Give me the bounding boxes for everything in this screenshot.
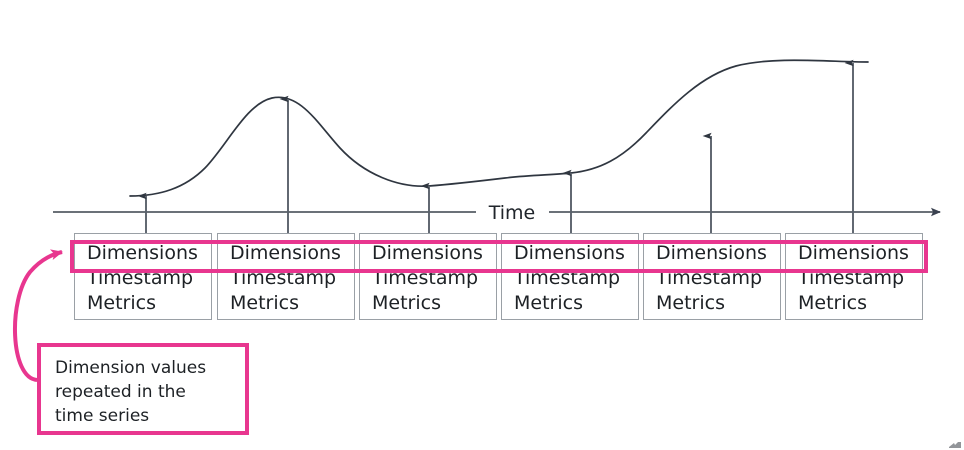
record-box-2[interactable]: Dimensions Timestamp Metrics bbox=[217, 233, 355, 320]
record-dimensions-label: Dimensions bbox=[87, 242, 198, 264]
record-metrics-label: Metrics bbox=[372, 292, 441, 314]
record-metrics-label: Metrics bbox=[230, 292, 299, 314]
callout-line-1: Dimension values bbox=[55, 358, 207, 378]
callout-box: Dimension values repeated in the time se… bbox=[37, 343, 249, 435]
callout-line-2: repeated in the bbox=[55, 382, 186, 402]
record-metrics-label: Metrics bbox=[656, 292, 725, 314]
record-metrics-label: Metrics bbox=[87, 292, 156, 314]
record-metrics-label: Metrics bbox=[514, 292, 583, 314]
corner-artifact-icon bbox=[949, 442, 961, 448]
time-series-curve bbox=[129, 59, 869, 197]
time-axis-label: Time bbox=[488, 202, 536, 224]
record-metrics-label: Metrics bbox=[798, 292, 867, 314]
record-dimensions-label: Dimensions bbox=[372, 242, 483, 264]
callout-line-3: time series bbox=[55, 406, 150, 426]
record-box-4[interactable]: Dimensions Timestamp Metrics bbox=[501, 233, 639, 320]
record-dimensions-label: Dimensions bbox=[514, 242, 625, 264]
record-dimensions-label: Dimensions bbox=[230, 242, 341, 264]
record-box-3[interactable]: Dimensions Timestamp Metrics bbox=[359, 233, 497, 320]
record-dimensions-label: Dimensions bbox=[798, 242, 909, 264]
dimensions-highlight-band bbox=[70, 240, 928, 273]
record-dimensions-label: Dimensions bbox=[656, 242, 767, 264]
callout-connector-arrow bbox=[13, 249, 63, 382]
